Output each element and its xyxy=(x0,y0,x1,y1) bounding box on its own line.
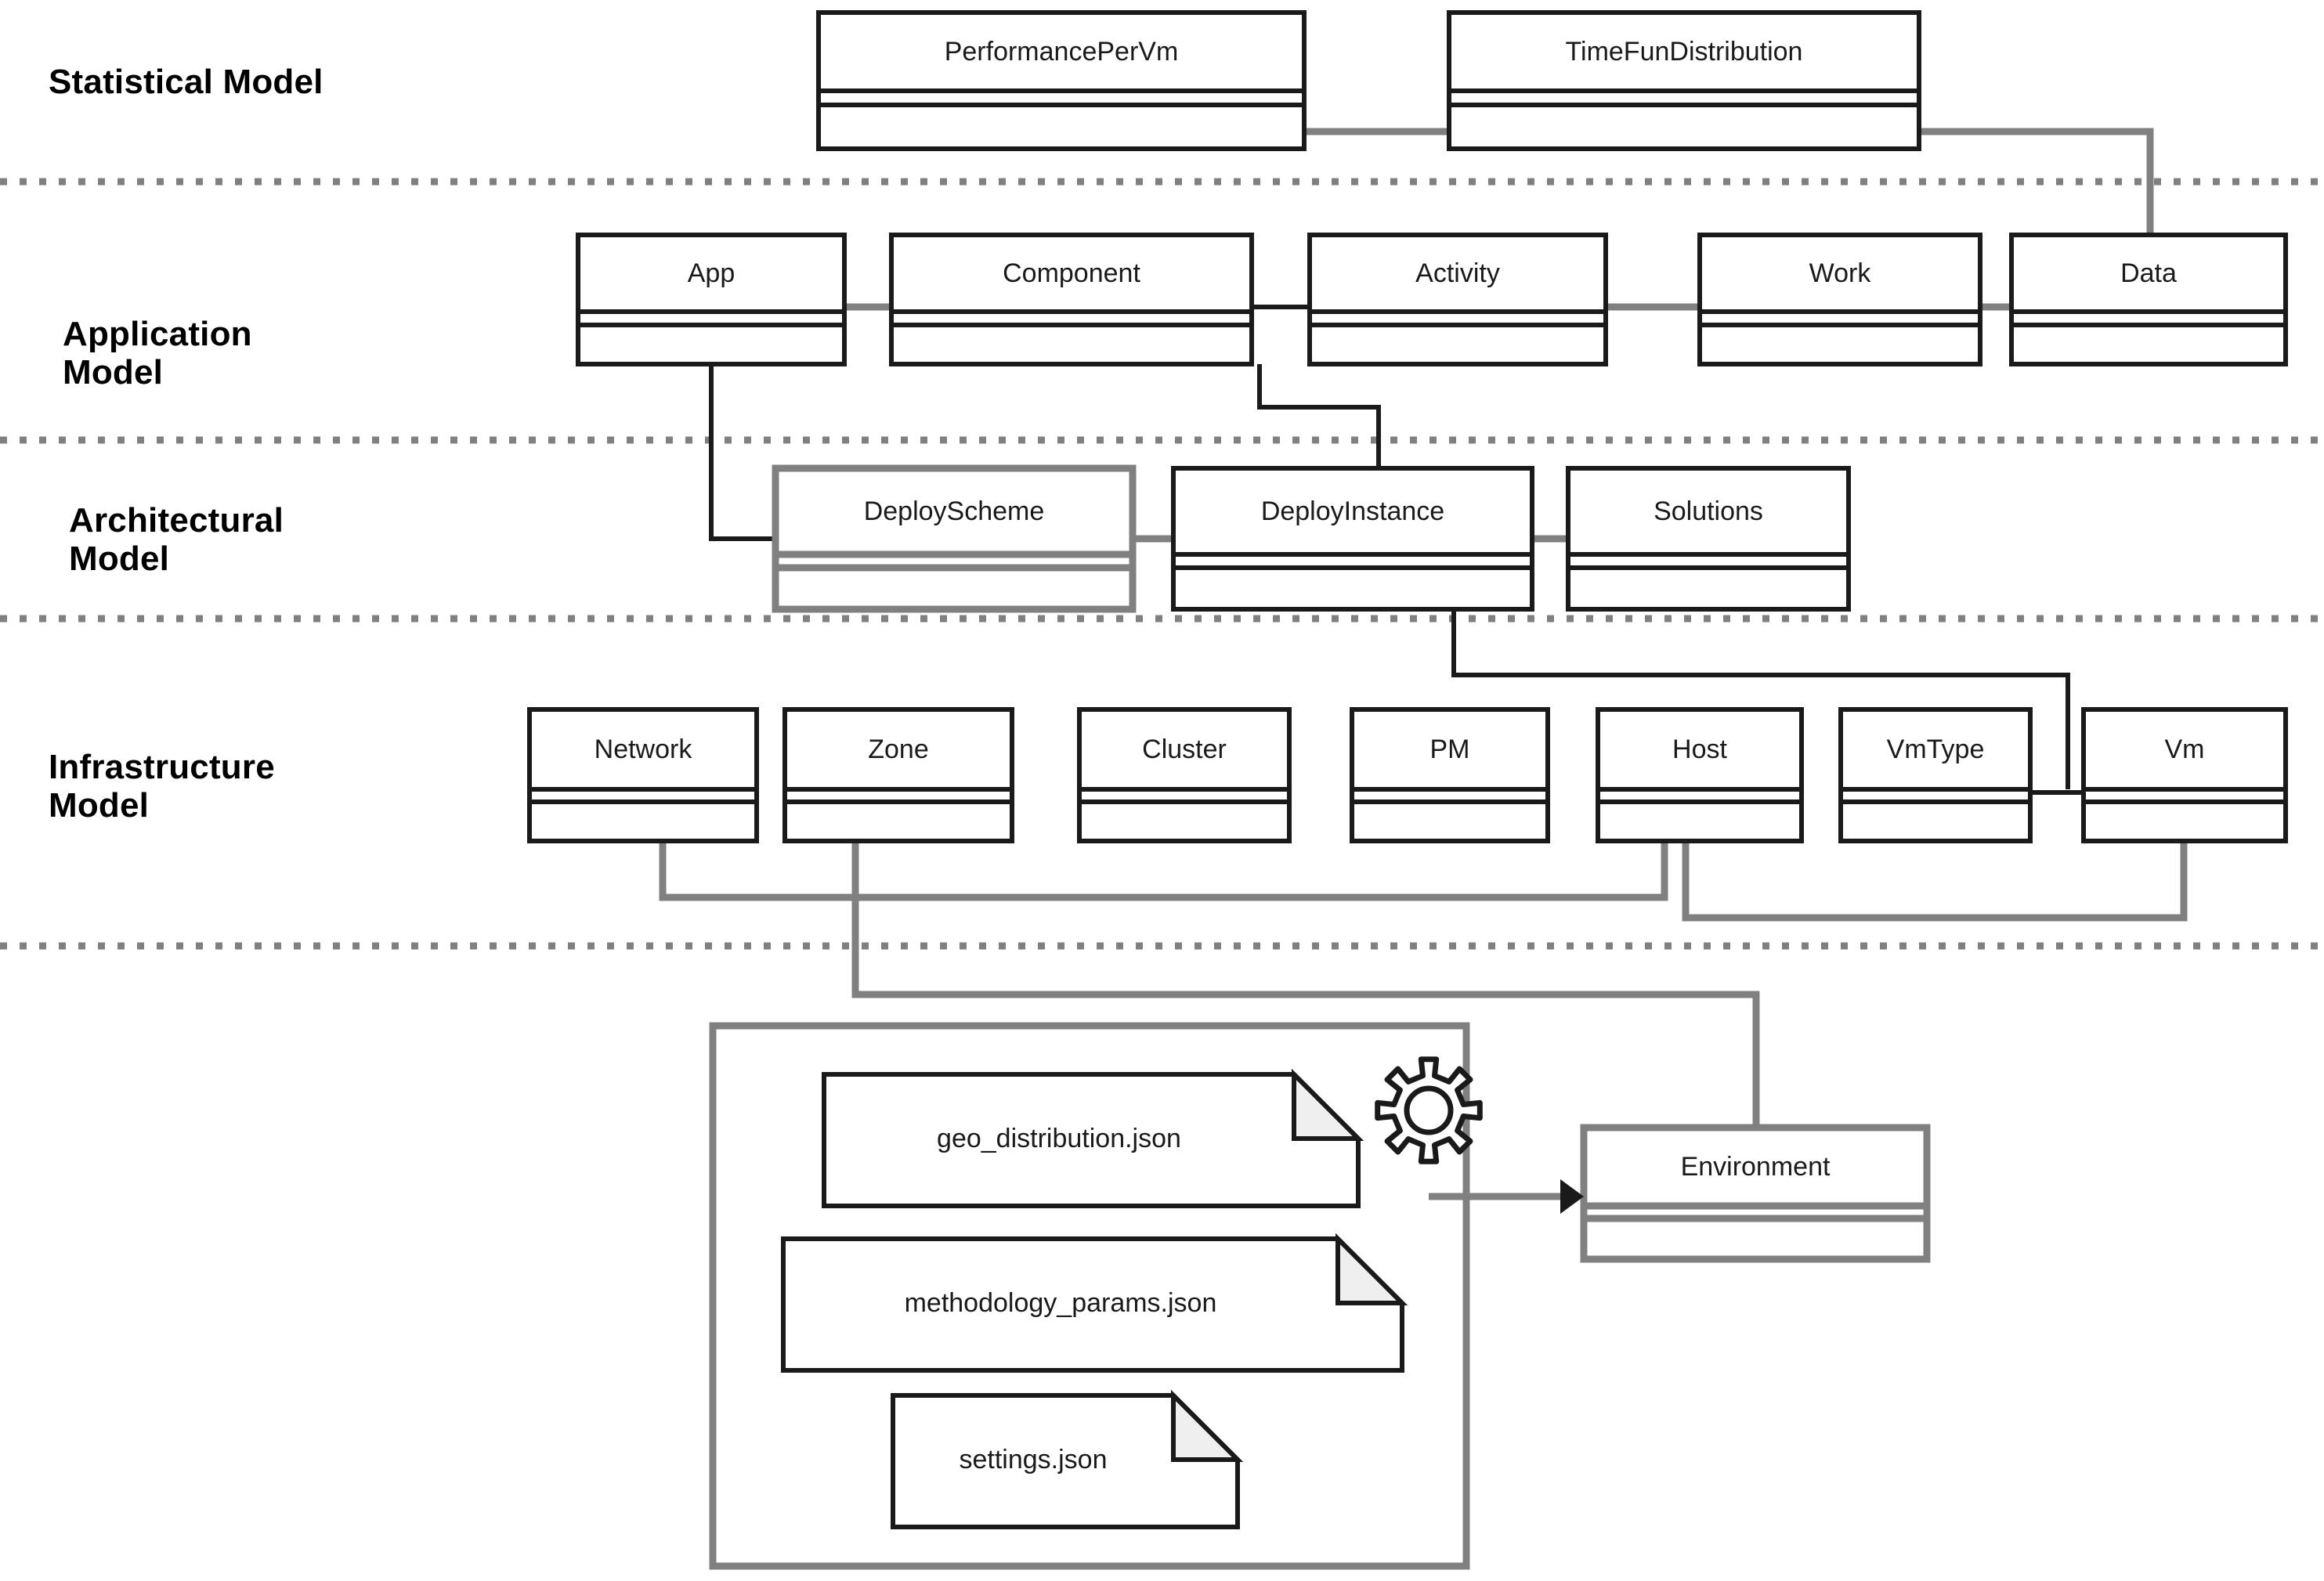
class-box-vm: Vm xyxy=(2081,707,2288,843)
class-box-label: DeployScheme xyxy=(864,496,1045,526)
class-box-deploy-scheme: DeployScheme xyxy=(772,464,1137,613)
file-shape-settings: settings.json xyxy=(891,1389,1244,1529)
file-body xyxy=(822,1072,1361,1208)
class-box-label: Cluster xyxy=(1142,735,1227,764)
class-box-outline xyxy=(1077,707,1292,843)
connector-component-to-deployinstance xyxy=(1257,364,1381,468)
config-arrow xyxy=(1429,1179,1584,1214)
class-box-pm: PM xyxy=(1350,707,1550,843)
file-shape-geo-distribution: geo_distribution.json xyxy=(822,1068,1364,1208)
class-box-label: PerformancePerVm xyxy=(945,37,1179,67)
connector-timefun-to-data xyxy=(1919,128,2154,235)
class-box-zone: Zone xyxy=(782,707,1014,843)
class-box-outline xyxy=(2009,233,2288,366)
class-box-environment: Environment xyxy=(1580,1124,1931,1263)
class-box-activity: Activity xyxy=(1307,233,1608,366)
class-box-app: App xyxy=(576,233,847,366)
class-box-performance-per-vm: PerformancePerVm xyxy=(816,10,1307,151)
connector-network-to-host xyxy=(659,841,1668,901)
class-box-cluster: Cluster xyxy=(1077,707,1292,843)
layer-dividers xyxy=(0,178,2324,950)
class-box-label: Activity xyxy=(1415,258,1500,288)
file-label: settings.json xyxy=(960,1445,1108,1475)
class-box-outline xyxy=(1596,707,1804,843)
class-box-network: Network xyxy=(527,707,759,843)
connector-app-to-deployscheme xyxy=(709,364,775,541)
layer-label-statistical: Statistical Model xyxy=(49,63,323,101)
class-box-outline xyxy=(1307,233,1608,366)
class-box-label: App xyxy=(688,258,736,288)
class-box-component: Component xyxy=(889,233,1254,366)
class-box-outline xyxy=(1566,466,1851,612)
file-fold-corner xyxy=(1335,1233,1408,1305)
class-box-label: PM xyxy=(1430,735,1470,764)
class-box-label: Vm xyxy=(2165,735,2205,764)
connector-zone-to-container xyxy=(851,841,1760,1128)
class-box-outline xyxy=(772,464,1137,613)
file-label: geo_distribution.json xyxy=(937,1124,1181,1153)
file-shape-methodology-params: methodology_params.json xyxy=(781,1233,1408,1373)
layer-label-infrastructure: Infrastructure Model xyxy=(49,748,275,825)
class-box-label: Component xyxy=(1003,258,1140,288)
layer-label-architectural: Architectural Model xyxy=(69,501,284,579)
class-box-outline xyxy=(2081,707,2288,843)
class-box-host: Host xyxy=(1596,707,1804,843)
class-box-label: Environment xyxy=(1681,1152,1831,1182)
class-box-outline xyxy=(1350,707,1550,843)
class-box-solutions: Solutions xyxy=(1566,466,1851,612)
connector-lines xyxy=(659,128,2188,1128)
class-box-outline xyxy=(816,10,1307,151)
file-fold-corner xyxy=(1171,1389,1244,1462)
class-box-outline xyxy=(1697,233,1982,366)
class-box-outline xyxy=(1171,466,1534,612)
class-box-label: Zone xyxy=(868,735,929,764)
class-box-label: Work xyxy=(1809,258,1872,288)
layer-label-application: Application Model xyxy=(63,315,252,392)
file-fold-corner xyxy=(1292,1068,1364,1141)
class-box-outline xyxy=(527,707,759,843)
class-box-label: VmType xyxy=(1887,735,1985,764)
class-box-label: TimeFunDistribution xyxy=(1566,37,1803,67)
class-box-label: DeployInstance xyxy=(1261,496,1444,526)
connector-deployinstance-to-vm xyxy=(1451,609,2070,789)
class-box-outline xyxy=(1447,10,1921,151)
class-box-outline xyxy=(782,707,1014,843)
class-box-outline xyxy=(1580,1124,1931,1263)
gear-icon xyxy=(1375,1056,1483,1164)
class-box-label: Network xyxy=(595,735,693,764)
class-box-outline xyxy=(889,233,1254,366)
class-box-label: Data xyxy=(2120,258,2177,288)
class-box-work: Work xyxy=(1697,233,1982,366)
class-box-outline xyxy=(1838,707,2033,843)
class-box-outline xyxy=(576,233,847,366)
arrow-head xyxy=(1560,1179,1584,1214)
gear-hub xyxy=(1404,1085,1454,1135)
class-box-deploy-instance: DeployInstance xyxy=(1171,466,1534,612)
class-box-vmtype: VmType xyxy=(1838,707,2033,843)
file-label: methodology_params.json xyxy=(905,1288,1217,1318)
file-body xyxy=(891,1393,1240,1529)
file-shapes: geo_distribution.json methodology_params.… xyxy=(781,1068,1408,1529)
class-box-time-fun-distribution: TimeFunDistribution xyxy=(1447,10,1921,151)
connector-vm-to-host xyxy=(1682,841,2188,922)
class-box-label: Solutions xyxy=(1654,496,1763,526)
class-box-data: Data xyxy=(2009,233,2288,366)
class-box-label: Host xyxy=(1672,735,1727,764)
file-body xyxy=(781,1236,1404,1373)
